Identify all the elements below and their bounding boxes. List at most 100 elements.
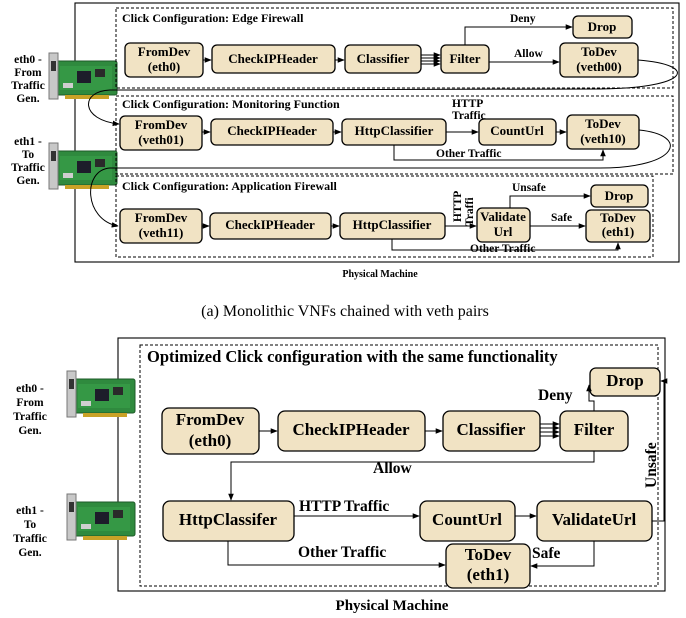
opt-classifier-box [442, 410, 541, 452]
svg-text:Traffic: Traffic [13, 533, 47, 545]
top-physical-machine-label: Physical Machine [342, 269, 418, 280]
svg-text:Url: Url [494, 224, 513, 239]
svg-text:Drop: Drop [605, 188, 634, 203]
svg-text:ToDev: ToDev [465, 545, 512, 564]
svg-text:FromDev: FromDev [135, 117, 188, 132]
svg-text:Filter: Filter [574, 420, 615, 439]
svg-text:Filter: Filter [449, 51, 480, 66]
edge-deny-arrow [464, 24, 573, 45]
app-unsafe-arrow [509, 193, 591, 208]
svg-text:Gen.: Gen. [16, 175, 39, 187]
monitoring-title: Click Configuration: Monitoring Function [122, 97, 340, 111]
edge-firewall-title: Click Configuration: Edge Firewall [122, 11, 304, 25]
app-http-label-1: HTTP [452, 191, 464, 222]
appfw-config-frame [115, 175, 654, 258]
svg-text:CheckIPHeader: CheckIPHeader [227, 123, 317, 138]
opt-counturl-box [419, 500, 516, 542]
app-validateurl-box [476, 207, 531, 243]
svg-text:HttpClassifier: HttpClassifier [353, 217, 432, 232]
svg-text:(eth1): (eth1) [467, 565, 509, 584]
svg-text:ToDev: ToDev [585, 116, 621, 131]
opt-safe-arrow [530, 541, 595, 569]
bottom-physical-machine-frame [117, 337, 666, 592]
svg-text:CountUrl: CountUrl [432, 510, 502, 529]
svg-text:ToDev: ToDev [600, 210, 636, 225]
top-nic-eth0-icon [48, 52, 118, 100]
opt-deny-arrow [586, 384, 595, 411]
app-other-arrow [391, 239, 621, 251]
edge-arrow-classifier-filter [421, 52, 441, 67]
svg-text:From: From [16, 397, 44, 409]
mon-other-label: Other Traffic [436, 148, 501, 160]
svg-text:eth1 -: eth1 - [14, 136, 42, 148]
edge-drop-box [572, 15, 633, 39]
app-todev-box [585, 209, 651, 243]
opt-todev-box [445, 543, 531, 589]
svg-text:HttpClassifer: HttpClassifer [179, 510, 278, 529]
opt-other-label: Other Traffic [298, 544, 386, 561]
mon-other-arrow [393, 145, 606, 161]
bottom-nic-eth0-icon [66, 370, 136, 418]
svg-text:(eth0): (eth0) [148, 59, 181, 74]
svg-text:eth0 -: eth0 - [14, 54, 42, 66]
edge-checkipheader-box [211, 44, 336, 74]
opt-http-label: HTTP Traffic [299, 498, 389, 515]
svg-text:(veth00): (veth00) [576, 59, 622, 74]
appfw-title: Click Configuration: Application Firewal… [122, 179, 337, 193]
svg-text:CountUrl: CountUrl [490, 123, 544, 138]
svg-text:Traffic: Traffic [11, 162, 45, 174]
svg-text:Gen.: Gen. [18, 547, 41, 559]
top-physical-machine-frame [74, 2, 680, 263]
edge-deny-label: Deny [510, 13, 536, 25]
mon-http-label-1: HTTP [452, 98, 483, 110]
svg-text:Validate: Validate [480, 209, 526, 224]
svg-text:Traffic: Traffic [13, 411, 47, 423]
bottom-nic-eth0-label: eth0 - From Traffic Gen. [13, 383, 47, 437]
bottom-physical-machine-label: Physical Machine [336, 598, 449, 614]
svg-text:ToDev: ToDev [581, 44, 617, 59]
svg-text:(veth01): (veth01) [138, 132, 184, 147]
app-other-label: Other Traffic [470, 243, 535, 255]
svg-text:From: From [14, 67, 42, 79]
top-nic-eth0-label: eth0 - From Traffic Gen. [11, 54, 45, 105]
veth-connector-1 [88, 59, 678, 127]
mon-fromdev-box [119, 115, 203, 151]
optimized-title: Optimized Click configuration with the s… [147, 347, 558, 366]
svg-text:(eth0): (eth0) [189, 431, 231, 450]
opt-unsafe-arrow [652, 378, 668, 522]
svg-text:CheckIPHeader: CheckIPHeader [228, 51, 318, 66]
svg-text:CheckIPHeader: CheckIPHeader [292, 420, 410, 439]
opt-safe-label: Safe [532, 545, 561, 562]
opt-allow-arrow [228, 451, 595, 501]
opt-allow-label: Allow [373, 460, 413, 477]
monitoring-config-frame [115, 95, 674, 175]
figure-caption-a: (a) Monolithic VNFs chained with veth pa… [201, 303, 489, 320]
svg-text:(eth1): (eth1) [602, 224, 635, 239]
svg-text:(veth10): (veth10) [580, 131, 626, 146]
svg-text:CheckIPHeader: CheckIPHeader [225, 217, 315, 232]
svg-text:HttpClassifier: HttpClassifier [355, 123, 434, 138]
svg-text:Drop: Drop [606, 371, 643, 390]
optimized-config-frame [139, 344, 659, 587]
svg-text:(veth11): (veth11) [139, 225, 184, 240]
top-nic-eth1-icon [48, 142, 118, 190]
svg-text:Traffic: Traffic [11, 80, 45, 92]
edge-allow-label: Allow [514, 48, 543, 60]
opt-deny-label: Deny [538, 387, 573, 404]
top-nic-eth1-label: eth1 - To Traffic Gen. [11, 136, 45, 187]
app-drop-box [590, 184, 649, 208]
mon-todev-box [566, 114, 640, 150]
opt-unsafe-label: Unsafe [643, 442, 660, 488]
opt-other-arrow [227, 541, 446, 568]
svg-text:eth1 -: eth1 - [16, 505, 44, 517]
bottom-nic-eth1-icon [66, 493, 136, 541]
svg-text:Classifier: Classifier [457, 420, 526, 439]
bottom-nic-eth1-label: eth1 - To Traffic Gen. [13, 505, 47, 559]
svg-text:Drop: Drop [588, 19, 617, 34]
svg-text:Classifier: Classifier [357, 51, 410, 66]
opt-arrow-classifier-filter [540, 421, 560, 439]
svg-text:FromDev: FromDev [135, 210, 188, 225]
mon-http-label-2: Traffic [452, 110, 486, 122]
svg-text:Gen.: Gen. [16, 93, 39, 105]
